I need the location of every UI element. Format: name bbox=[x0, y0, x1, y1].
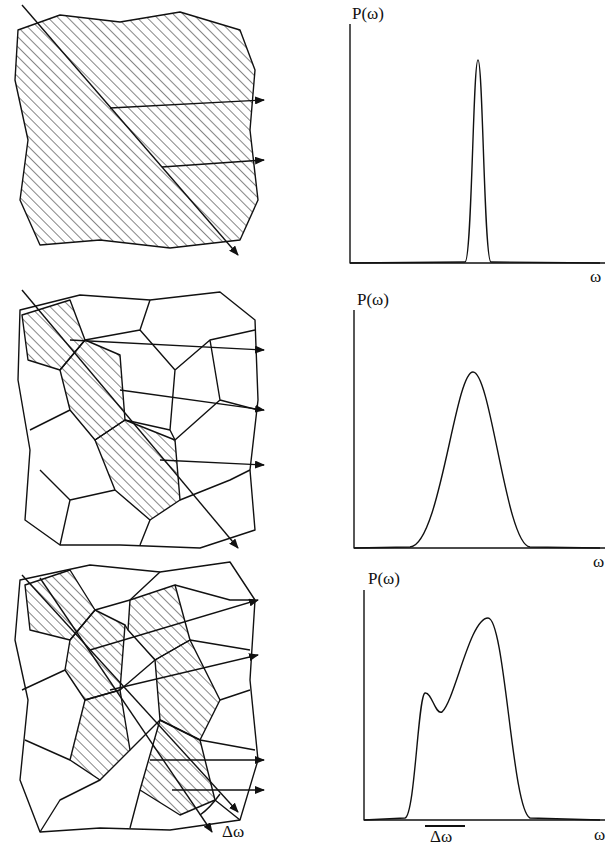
hatched-grain bbox=[140, 720, 215, 815]
scattered-ray bbox=[160, 460, 264, 465]
hatched-grain bbox=[95, 420, 180, 520]
spectrum-curve bbox=[364, 618, 600, 820]
incident-ray bbox=[22, 575, 238, 812]
polycrystal-outline bbox=[15, 562, 258, 832]
axis-label: P(ω) bbox=[352, 5, 384, 22]
scattered-ray bbox=[150, 759, 264, 760]
polycrystal-outline bbox=[18, 292, 258, 548]
delta-bracket bbox=[425, 825, 465, 827]
scattered-ray bbox=[110, 655, 258, 690]
hatched-grain bbox=[70, 690, 130, 780]
spectrum-curve bbox=[354, 372, 600, 548]
scattered-ray bbox=[172, 789, 264, 790]
axis-label: ω bbox=[593, 553, 604, 570]
plot-axes bbox=[364, 590, 605, 820]
plot-axes bbox=[350, 24, 605, 263]
grain-boundary bbox=[30, 300, 258, 545]
incident-ray bbox=[40, 578, 212, 832]
delta-label: Δω bbox=[430, 828, 452, 845]
axis-label: P(ω) bbox=[357, 291, 389, 308]
single-crystal bbox=[15, 12, 258, 248]
incident-ray bbox=[22, 5, 238, 255]
angle-label: Δω bbox=[222, 823, 244, 840]
scattered-ray bbox=[90, 600, 258, 650]
axis-label: P(ω) bbox=[368, 570, 400, 587]
plot-axes bbox=[354, 310, 605, 548]
axis-label: ω bbox=[594, 826, 605, 843]
scattered-ray bbox=[162, 160, 264, 167]
axis-label: ω bbox=[590, 268, 601, 285]
scattered-ray bbox=[70, 340, 264, 350]
spectrum-curve bbox=[350, 60, 600, 263]
incident-ray bbox=[22, 290, 238, 548]
scattered-ray bbox=[120, 390, 264, 410]
hatched-grain bbox=[60, 340, 125, 440]
angle-arc bbox=[200, 794, 220, 815]
scattered-ray bbox=[110, 100, 264, 108]
